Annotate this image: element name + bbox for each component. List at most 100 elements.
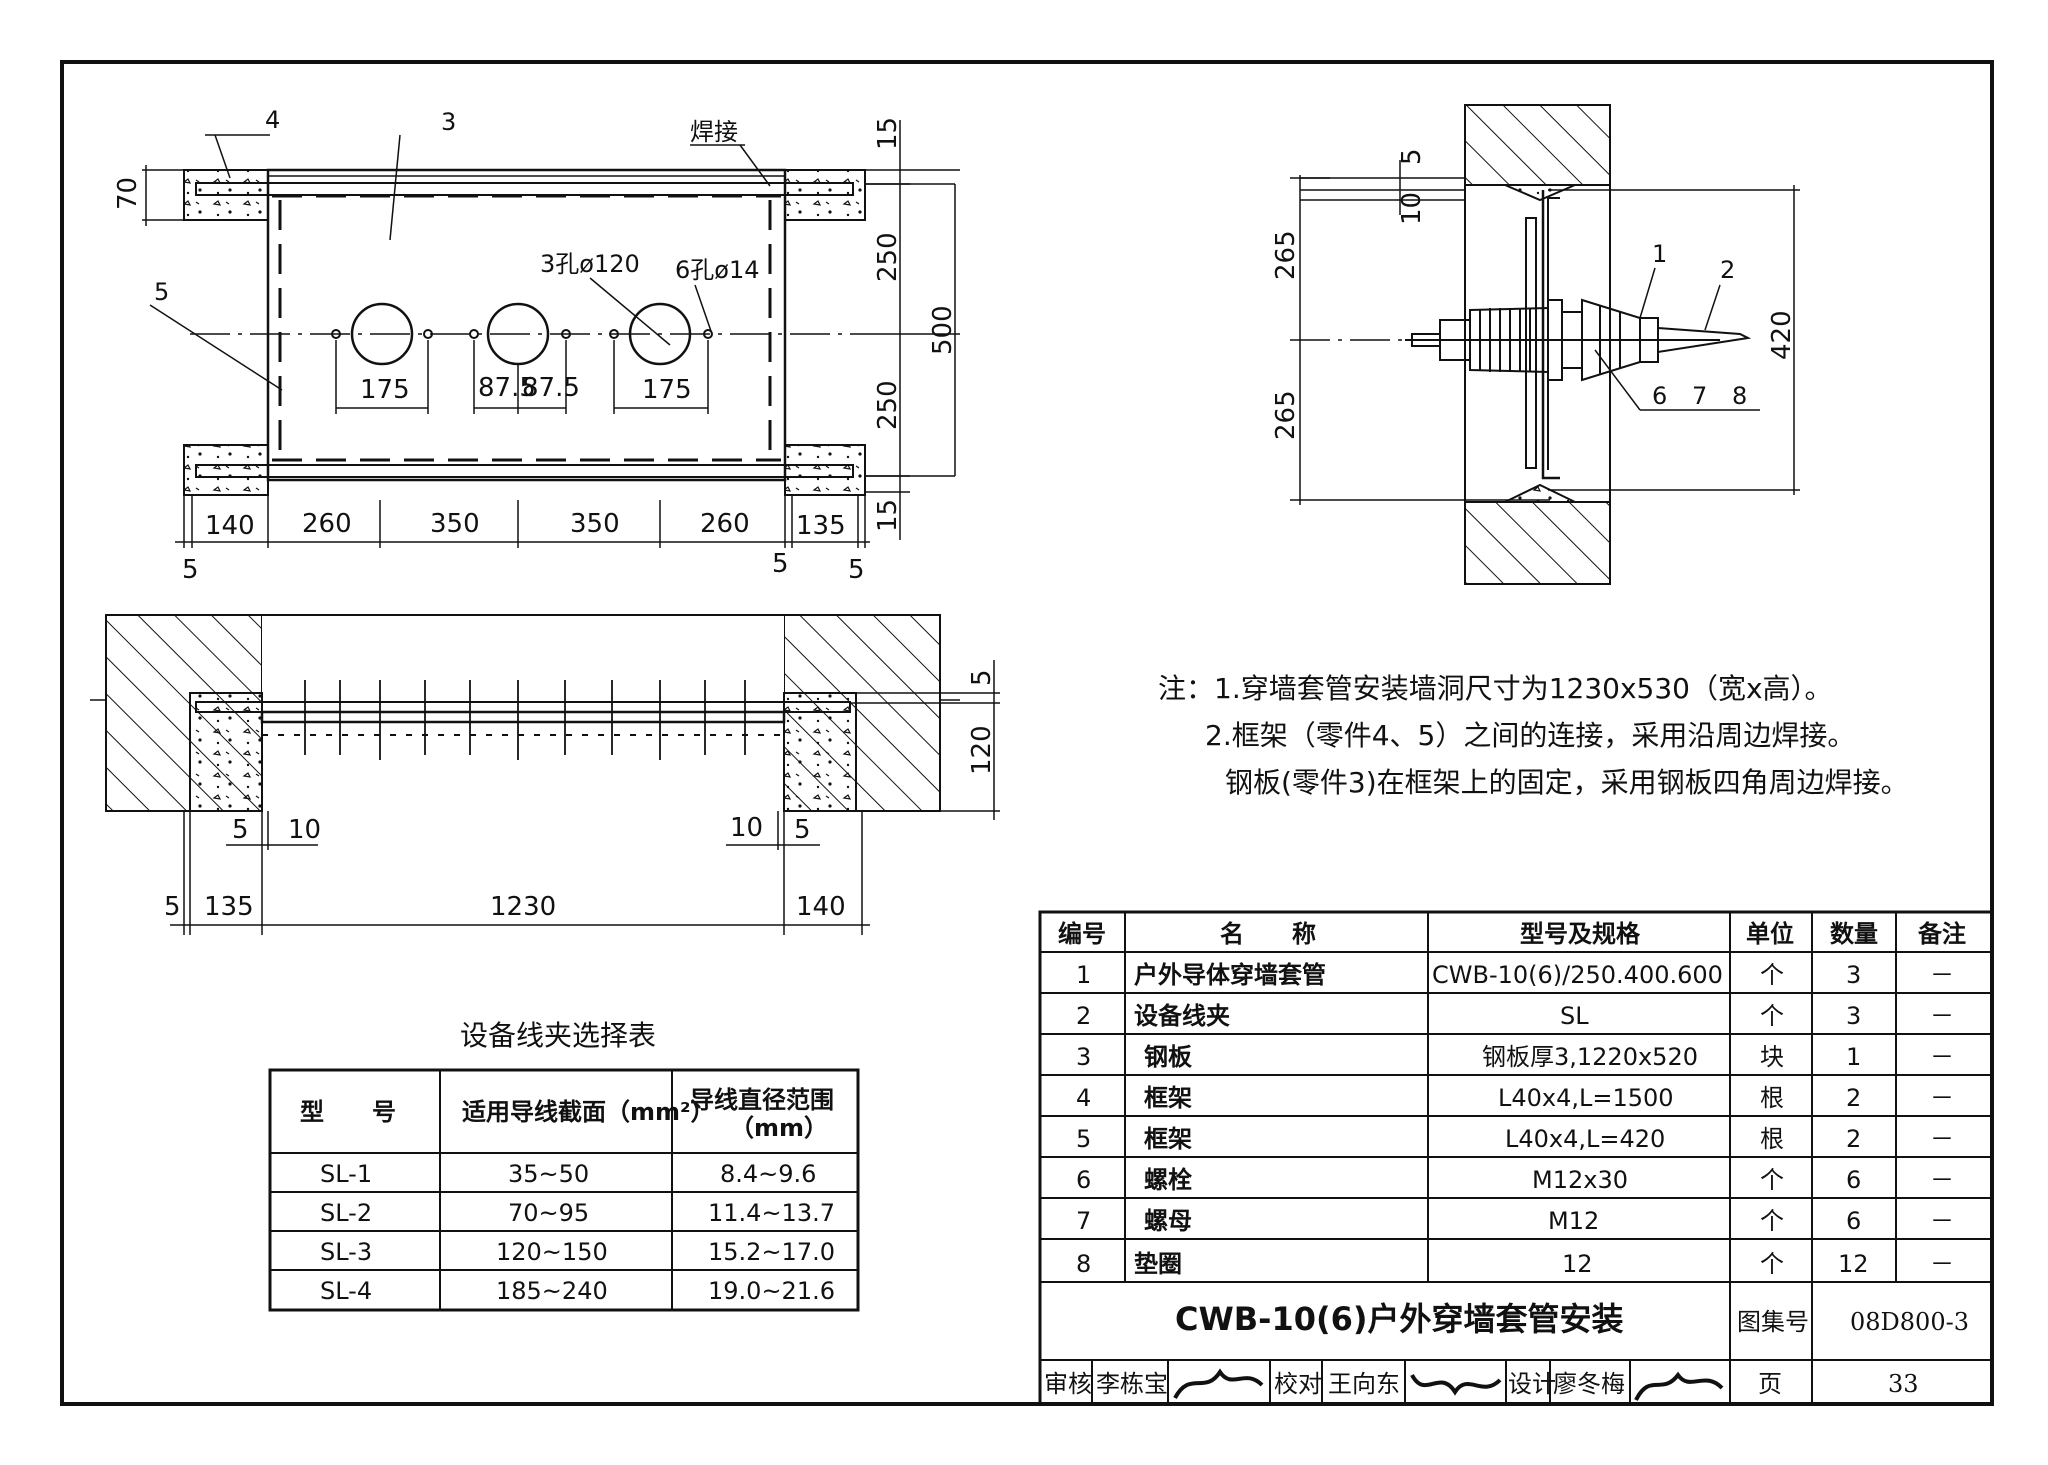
svg-text:35~50: 35~50 bbox=[508, 1160, 589, 1188]
svg-text:－: － bbox=[1930, 1207, 1954, 1235]
sec-dim-120: 120 bbox=[967, 725, 997, 775]
dim-500: 500 bbox=[928, 305, 958, 355]
checker-name: 王向东 bbox=[1328, 1370, 1400, 1398]
section-view: 5 120 5 10 10 5 5 135 1230 140 bbox=[90, 614, 1000, 935]
svg-text:2: 2 bbox=[1076, 1002, 1091, 1030]
svg-text:SL-1: SL-1 bbox=[320, 1160, 372, 1188]
note-line-3: 钢板(零件3)在框架上的固定，采用钢板四角周边焊接。 bbox=[1225, 766, 1909, 799]
dim-135: 135 bbox=[796, 511, 846, 541]
designer-signature bbox=[1634, 1371, 1724, 1401]
sheet-border bbox=[60, 60, 1994, 1406]
side-wall-top bbox=[1464, 104, 1611, 186]
dim-175b: 175 bbox=[642, 375, 692, 405]
sec-dim-10r: 10 bbox=[730, 813, 763, 843]
drawing-title: CWB-10(6)户外穿墙套管安装 bbox=[1175, 1300, 1624, 1338]
svg-text:6: 6 bbox=[1076, 1166, 1091, 1194]
parts-row: 6 螺栓 M12x30 个 6 － bbox=[1076, 1166, 1954, 1194]
svg-text:8: 8 bbox=[1076, 1250, 1091, 1278]
clamp-header-diameter: 导线直径范围 bbox=[690, 1086, 834, 1114]
section-frame bbox=[195, 701, 851, 713]
review-label: 审核 bbox=[1044, 1370, 1092, 1398]
part-label-3: 3 bbox=[441, 108, 456, 136]
parts-header-qty: 数量 bbox=[1830, 920, 1878, 948]
svg-text:12: 12 bbox=[1838, 1250, 1869, 1278]
clamp-row: SL-4 185~240 19.0~21.6 bbox=[320, 1277, 835, 1305]
svg-text:7: 7 bbox=[1076, 1207, 1091, 1235]
title-block: CWB-10(6)户外穿墙套管安装 图集号 08D800-3 审核 李栋宝 校对… bbox=[1044, 1300, 1969, 1404]
clamp-row: SL-2 70~95 11.4~13.7 bbox=[320, 1199, 835, 1227]
parts-header-name: 名 称 bbox=[1220, 920, 1316, 948]
parts-row: 3 钢板 钢板厚3,1220x520 块 1 － bbox=[1076, 1043, 1954, 1071]
concrete-left bbox=[189, 692, 263, 812]
checker-signature bbox=[1410, 1373, 1502, 1396]
designer-name: 廖冬梅 bbox=[1553, 1370, 1625, 1398]
side-part-8: 8 bbox=[1732, 382, 1747, 410]
steel-plate bbox=[266, 168, 787, 482]
dim-250-bot: 250 bbox=[873, 380, 903, 430]
side-part-6: 6 bbox=[1652, 382, 1667, 410]
hole-14 bbox=[331, 329, 341, 339]
svg-text:户外导体穿墙套管: 户外导体穿墙套管 bbox=[1134, 961, 1326, 989]
dim-5c: 5 bbox=[848, 555, 865, 585]
dim-250-top: 250 bbox=[873, 232, 903, 282]
sec-dim-5rr: 5 bbox=[794, 815, 811, 845]
parts-row: 7 螺母 M12 个 6 － bbox=[1076, 1207, 1954, 1235]
page-number: 33 bbox=[1888, 1370, 1919, 1398]
svg-text:185~240: 185~240 bbox=[496, 1277, 608, 1305]
parts-row: 2 设备线夹 SL 个 3 － bbox=[1076, 1002, 1954, 1030]
small-holes-label: 6孔ø14 bbox=[675, 256, 760, 284]
bushing-holes bbox=[331, 302, 713, 366]
parts-header-no: 编号 bbox=[1058, 920, 1106, 948]
svg-text:个: 个 bbox=[1760, 961, 1784, 989]
parts-table: 编号 名 称 型号及规格 单位 数量 备注 1 户外导体穿墙套管 CWB-10(… bbox=[1038, 910, 1994, 1406]
parts-header-unit: 单位 bbox=[1746, 920, 1794, 948]
part-label-5: 5 bbox=[154, 278, 169, 306]
clamp-row: SL-1 35~50 8.4~9.6 bbox=[320, 1160, 816, 1188]
sec-dim-135: 135 bbox=[204, 892, 254, 922]
svg-text:1: 1 bbox=[1076, 961, 1091, 989]
svg-text:1: 1 bbox=[1846, 1043, 1861, 1071]
svg-text:2: 2 bbox=[1846, 1084, 1861, 1112]
frame-bar-bottom bbox=[195, 464, 854, 478]
hole-14 bbox=[561, 329, 571, 339]
clamp-table-title: 设备线夹选择表 bbox=[460, 1019, 656, 1052]
hole-14 bbox=[469, 329, 479, 339]
svg-text:个: 个 bbox=[1760, 1002, 1784, 1030]
hole-14 bbox=[609, 329, 619, 339]
sec-dim-140: 140 bbox=[796, 892, 846, 922]
dim-87a: 87.5 bbox=[478, 373, 536, 403]
concrete-right bbox=[783, 692, 857, 812]
dim-5b: 5 bbox=[772, 549, 789, 579]
parts-row: 8 垫圈 12 个 12 － bbox=[1076, 1250, 1954, 1278]
svg-text:8.4~9.6: 8.4~9.6 bbox=[720, 1160, 816, 1188]
svg-text:框架: 框架 bbox=[1144, 1125, 1192, 1153]
hole-14 bbox=[423, 329, 433, 339]
side-part-2: 2 bbox=[1720, 256, 1735, 284]
svg-text:5: 5 bbox=[1076, 1125, 1091, 1153]
svg-text:11.4~13.7: 11.4~13.7 bbox=[708, 1199, 835, 1227]
dim-350b: 350 bbox=[570, 509, 620, 539]
svg-text:SL-3: SL-3 bbox=[320, 1238, 372, 1266]
sec-dim-10l: 10 bbox=[288, 815, 321, 845]
dim-70: 70 bbox=[113, 177, 143, 210]
side-plate bbox=[1525, 217, 1537, 469]
part-label-4: 4 bbox=[265, 106, 280, 134]
svg-text:设备线夹: 设备线夹 bbox=[1134, 1002, 1230, 1030]
svg-text:4: 4 bbox=[1076, 1084, 1091, 1112]
svg-text:－: － bbox=[1930, 1002, 1954, 1030]
svg-text:SL-4: SL-4 bbox=[320, 1277, 372, 1305]
side-part-7: 7 bbox=[1692, 382, 1707, 410]
clamp-row: SL-3 120~150 15.2~17.0 bbox=[320, 1238, 835, 1266]
svg-text:3: 3 bbox=[1076, 1043, 1091, 1071]
atlas-label: 图集号 bbox=[1737, 1308, 1809, 1336]
svg-text:L40x4,L=1500: L40x4,L=1500 bbox=[1498, 1084, 1674, 1112]
page-label: 页 bbox=[1758, 1370, 1782, 1398]
clamp-header-model: 型 号 bbox=[300, 1098, 396, 1126]
sec-dim-5r: 5 bbox=[967, 669, 997, 686]
notes: 注：1.穿墙套管安装墙洞尺寸为1230x530（宽x高）。 2.框架（零件4、5… bbox=[1158, 672, 1909, 799]
svg-text:－: － bbox=[1930, 1250, 1954, 1278]
dim-175a: 175 bbox=[360, 375, 410, 405]
svg-text:－: － bbox=[1930, 961, 1954, 989]
svg-text:120~150: 120~150 bbox=[496, 1238, 608, 1266]
svg-text:框架: 框架 bbox=[1144, 1084, 1192, 1112]
